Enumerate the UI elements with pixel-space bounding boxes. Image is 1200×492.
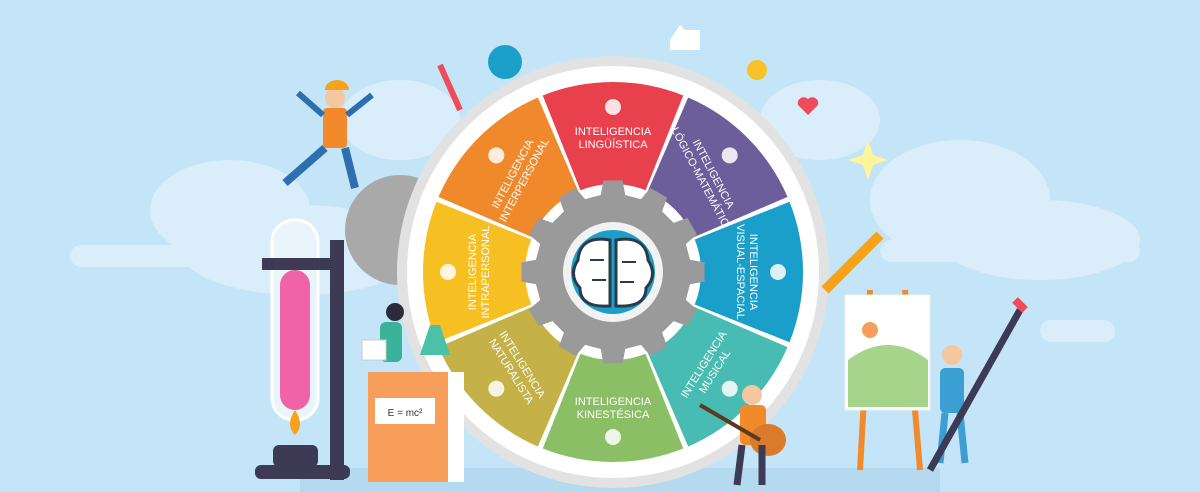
segment-label-line: VISUAL-ESPACIAL — [734, 224, 746, 320]
sparkle-icon — [848, 140, 888, 180]
easel-with-painting — [844, 289, 931, 471]
background-clouds — [70, 80, 1140, 342]
segment-interpersonal[interactable]: INTELIGENCIAINTERPERSONAL — [438, 97, 579, 238]
segment-shape — [423, 201, 532, 343]
book-icon — [605, 99, 621, 115]
cubes-icon — [770, 264, 786, 280]
segment-shape — [542, 353, 684, 462]
brain-gear-icon — [721, 147, 738, 164]
segment-intrapersonal[interactable]: INTELIGENCIAINTRAPERSONAL — [423, 201, 532, 343]
headphones-icon — [721, 380, 738, 397]
person-icon — [605, 429, 621, 445]
segment-visual-espacial[interactable]: INTELIGENCIAVISUAL-ESPACIAL — [694, 201, 803, 343]
pencil-icon — [437, 63, 463, 112]
segment-label-line: KINESTÉSICA — [577, 408, 650, 421]
pie-chart-icon — [488, 45, 522, 79]
segment-label-line: LINGÜÍSTICA — [578, 138, 648, 151]
jumping-worker — [282, 80, 374, 189]
formula-card — [375, 398, 435, 424]
flask-icon — [420, 325, 450, 355]
segment-label-line: INTELIGENCIA — [747, 234, 759, 311]
globe-icon — [488, 380, 505, 397]
segment-shape — [647, 97, 788, 238]
brain-icon — [571, 230, 655, 314]
segment-naturalista[interactable]: INTELIGENCIANATURALISTA — [438, 306, 579, 447]
painter-girl — [926, 297, 1028, 472]
segment-musical[interactable]: INTELIGENCIAMUSICAL — [647, 306, 788, 447]
segment-shape — [438, 306, 579, 447]
segment-shape — [438, 97, 579, 238]
segment-shape — [647, 306, 788, 447]
thumbs-up-icon — [670, 25, 700, 50]
guitar-player — [698, 385, 786, 486]
formula-text: E = mc² — [388, 408, 423, 419]
segment-label-line: INTRAPERSONAL — [480, 226, 492, 319]
heart-icon — [797, 97, 819, 115]
book-stack: E = mc² — [368, 325, 464, 482]
segment-label: INTELIGENCIAVISUAL-ESPACIAL — [734, 224, 759, 320]
people-network-icon — [488, 147, 505, 164]
crayon-icon — [821, 231, 884, 294]
segment-label-line: INTELIGENCIA — [575, 126, 652, 138]
segment-label: INTELIGENCIAINTRAPERSONAL — [467, 226, 492, 319]
test-tube-icon — [255, 218, 350, 480]
segment-shape — [694, 201, 803, 343]
self-icon — [440, 264, 456, 280]
segment-label-line: INTELIGENCIA — [575, 396, 652, 408]
student-reading — [361, 303, 404, 362]
lightbulb-icon — [747, 60, 767, 80]
segment-label-line: INTELIGENCIA — [467, 233, 479, 310]
segment-shape — [542, 82, 684, 191]
